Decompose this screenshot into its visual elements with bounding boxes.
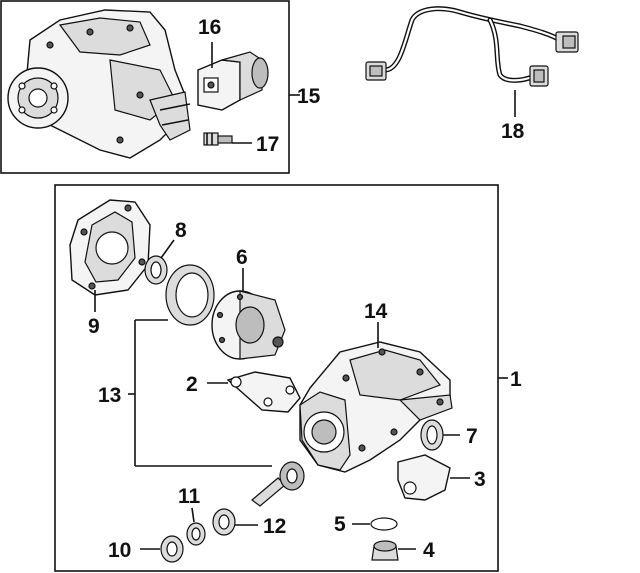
part-7-seal[interactable] [420,419,444,451]
part-4-plug[interactable] [371,540,399,561]
callout-5: 5 [334,513,346,536]
callout-11: 11 [178,485,201,508]
callout-14: 14 [364,300,388,323]
part-16-actuator[interactable] [197,51,269,111]
callout-10: 10 [108,539,131,562]
callout-7: 7 [466,425,478,448]
part-13-pinion[interactable] [251,461,305,507]
part-18-wiring-harness[interactable] [365,6,579,87]
part-12-seal[interactable] [212,508,236,536]
part-9-cover[interactable] [69,199,151,296]
callout-4: 4 [423,539,435,562]
part-13-ring[interactable] [165,264,215,326]
callout-6: 6 [236,246,248,269]
callout-1: 1 [510,368,522,391]
callout-16: 16 [198,16,221,39]
part-15-transfer-case[interactable] [7,9,191,159]
part-14-housing[interactable] [299,341,453,473]
part-2-bracket[interactable] [226,371,301,413]
leader-11 [191,507,195,523]
part-10-race[interactable] [160,535,184,563]
part-5-o-ring[interactable] [370,517,398,531]
callout-8: 8 [175,219,187,242]
part-11-spacer[interactable] [186,522,206,546]
callout-9: 9 [88,315,100,338]
callout-12: 12 [263,515,286,538]
part-6-differential-case[interactable] [211,290,286,360]
part-17-switch[interactable] [203,132,233,146]
callout-13: 13 [98,384,121,407]
part-8-seal[interactable] [144,255,168,285]
part-3-mount[interactable] [397,454,451,501]
callout-3: 3 [474,468,486,491]
callout-15: 15 [297,85,321,108]
assembly-15-box [0,0,290,174]
leader-8 [160,239,175,259]
callout-17: 17 [256,133,279,156]
callout-18: 18 [501,120,525,143]
callout-2: 2 [186,373,198,396]
